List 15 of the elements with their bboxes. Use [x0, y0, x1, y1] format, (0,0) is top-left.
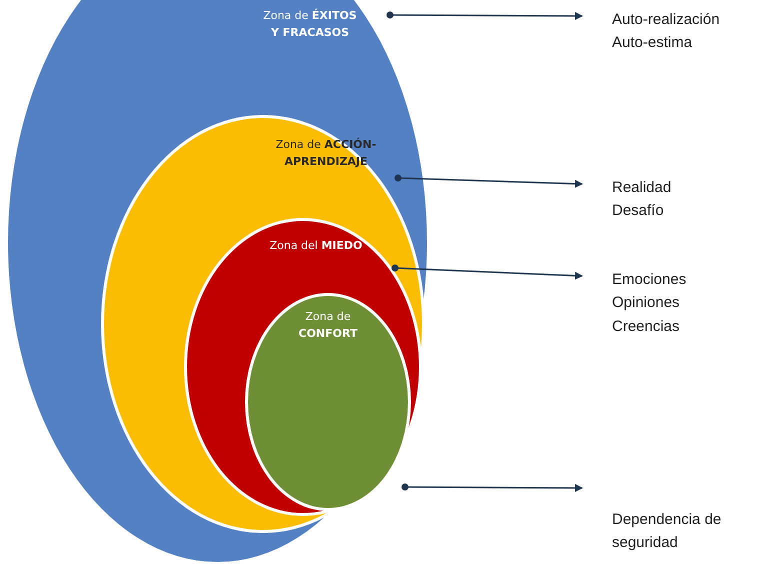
- side-text: Emociones: [612, 270, 686, 290]
- zone-label: Zona de ÉXITOS Y FRACASOS: [262, 8, 358, 40]
- zone-label: Zona de CONFORT: [298, 309, 358, 342]
- side-text: Opiniones: [612, 293, 681, 314]
- arrow: [402, 484, 583, 492]
- side-text: Dependencia de seguridad: [612, 510, 722, 554]
- side-text: Desafío: [612, 201, 665, 222]
- side-text: Auto-realización: [612, 10, 720, 30]
- side-text: Auto-estima: [612, 33, 694, 54]
- arrow: [394, 174, 583, 188]
- arrow: [386, 12, 583, 20]
- side-text: Creencias: [612, 316, 681, 336]
- side-text: Realidad: [612, 178, 672, 198]
- zone-label: Zona del MIEDO: [268, 238, 364, 254]
- arrow: [392, 264, 583, 280]
